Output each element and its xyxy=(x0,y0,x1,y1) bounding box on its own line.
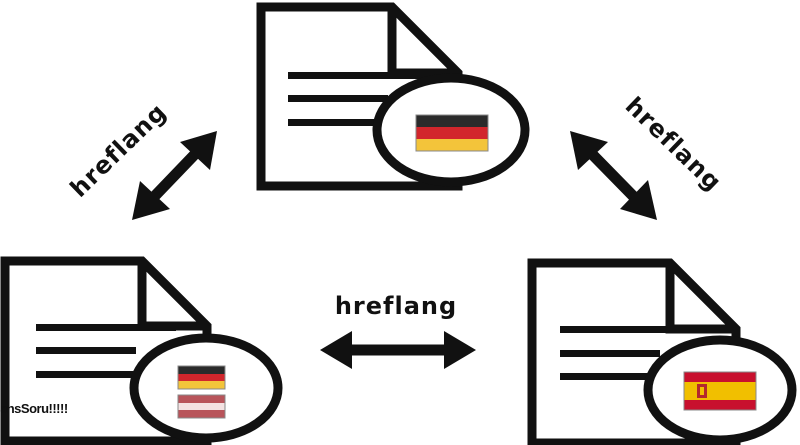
de-flag-icon xyxy=(415,114,489,152)
document-bottom-right-line-3 xyxy=(560,373,660,380)
document-top xyxy=(256,2,530,191)
at-flag-icon xyxy=(177,394,226,419)
document-bottom-left-line-3 xyxy=(36,371,136,378)
double-arrow-left-icon xyxy=(132,131,217,220)
overlay-caption: ansSoru!!!!! xyxy=(0,401,68,416)
document-bottom-left xyxy=(0,256,283,445)
double-arrow-right-icon xyxy=(570,131,657,220)
document-bottom-right-line-1 xyxy=(560,326,700,333)
document-bottom-left-line-2 xyxy=(36,347,136,354)
hreflang-label-bottom: hreflang xyxy=(335,292,457,320)
document-bottom-left-line-1 xyxy=(36,324,176,331)
document-top-line-2 xyxy=(288,95,388,102)
es-flag-icon xyxy=(683,371,757,411)
double-arrow-bottom-icon xyxy=(320,331,476,369)
document-bottom-right-line-2 xyxy=(560,350,660,357)
document-top-line-3 xyxy=(288,119,388,126)
de-flag-icon xyxy=(177,365,226,390)
document-top-line-1 xyxy=(288,72,428,79)
document-bottom-right xyxy=(527,258,797,445)
hreflang-label-right: hreflang xyxy=(620,92,727,197)
